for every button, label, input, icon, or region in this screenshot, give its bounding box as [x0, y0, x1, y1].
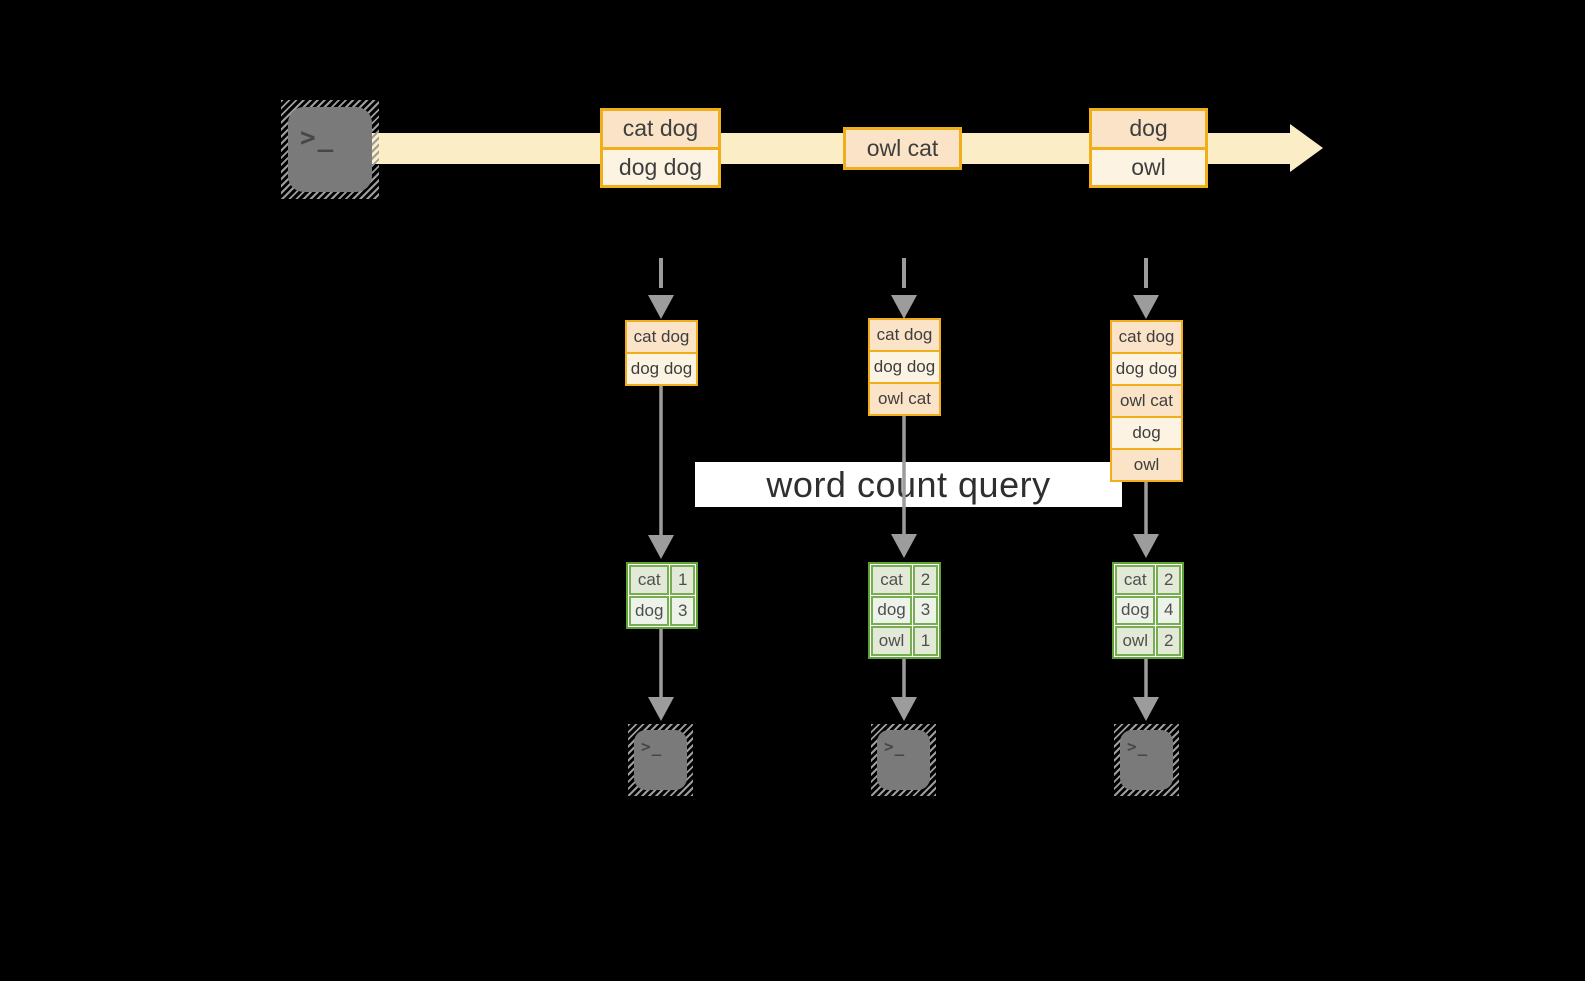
stream-event: owl: [1092, 146, 1205, 185]
state-event: owl: [1112, 448, 1181, 480]
count-cell: 1: [913, 626, 938, 656]
state-event: dog dog: [1112, 352, 1181, 384]
state-buffer-3: cat dog dog dog owl cat dog owl: [1110, 320, 1183, 482]
stream-event: cat dog: [603, 111, 718, 147]
count-cell: 3: [670, 596, 695, 626]
count-table-3: cat 2 dog 4 owl 2: [1112, 562, 1184, 659]
word-cell: owl: [1115, 626, 1156, 656]
word-cell: cat: [871, 565, 913, 595]
state-event: owl cat: [1112, 384, 1181, 416]
word-cell: owl: [871, 626, 913, 656]
terminal-sink-icon-2: >_: [871, 724, 936, 796]
state-event: cat dog: [627, 322, 696, 352]
terminal-source-icon: >_: [281, 100, 379, 199]
count-cell: 4: [1156, 595, 1181, 626]
state-event: dog dog: [627, 352, 696, 384]
terminal-sink-icon-1: >_: [628, 724, 693, 796]
word-cell: cat: [1115, 565, 1156, 595]
count-table-1: cat 1 dog 3: [626, 562, 698, 629]
terminal-screen: >_: [634, 730, 687, 790]
output-arrows: [648, 628, 1159, 721]
state-event: owl cat: [870, 382, 939, 414]
stream-event: dog dog: [603, 146, 718, 185]
count-cell: 1: [670, 565, 695, 595]
state-event: cat dog: [1112, 322, 1181, 352]
terminal-screen: >_: [877, 730, 930, 790]
stream-event: owl cat: [846, 130, 959, 167]
prompt-glyph: >_: [1127, 737, 1149, 756]
state-buffer-1: cat dog dog dog: [625, 320, 698, 386]
ingest-arrows: [648, 258, 1159, 319]
count-cell: 2: [1156, 626, 1181, 656]
count-table-2: cat 2 dog 3 owl 1: [868, 562, 941, 659]
state-buffer-2: cat dog dog dog owl cat: [868, 318, 941, 416]
stream-batch-2: owl cat: [843, 127, 962, 170]
terminal-screen: >_: [288, 107, 372, 192]
word-cell: dog: [871, 595, 913, 626]
stream-batch-1: cat dog dog dog: [600, 108, 721, 188]
query-arrows: [648, 385, 1159, 559]
state-event: cat dog: [870, 320, 939, 350]
count-cell: 2: [913, 565, 938, 595]
terminal-sink-icon-3: >_: [1114, 724, 1179, 796]
stream-batch-3: dog owl: [1089, 108, 1208, 188]
state-event: dog dog: [870, 350, 939, 382]
query-label-band: word count query: [695, 462, 1122, 507]
count-cell: 2: [1156, 565, 1181, 595]
count-cell: 3: [913, 595, 938, 626]
state-event: dog: [1112, 416, 1181, 448]
prompt-glyph: >_: [300, 123, 336, 153]
prompt-glyph: >_: [641, 737, 663, 756]
word-cell: dog: [1115, 595, 1156, 626]
word-cell: cat: [629, 565, 670, 595]
terminal-screen: >_: [1120, 730, 1173, 790]
query-label: word count query: [766, 463, 1051, 505]
stream-event: dog: [1092, 111, 1205, 147]
prompt-glyph: >_: [884, 737, 906, 756]
word-cell: dog: [629, 596, 670, 626]
